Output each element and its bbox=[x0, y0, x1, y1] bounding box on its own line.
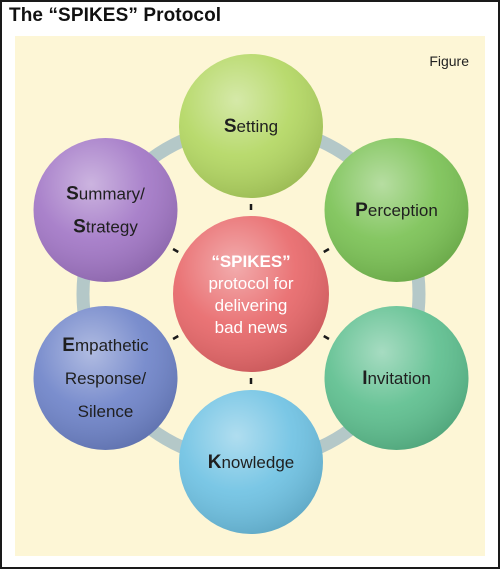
step-node-invitation: Invitation bbox=[324, 306, 469, 450]
spokes-group bbox=[172, 204, 330, 384]
spoke-1 bbox=[323, 247, 330, 254]
step-label-line: Setting bbox=[224, 116, 278, 137]
center-label-line: protocol for bbox=[208, 274, 293, 293]
step-label-rest: nowledge bbox=[221, 453, 294, 472]
step-node-setting: Setting bbox=[179, 54, 323, 198]
step-label-line: Perception bbox=[355, 200, 438, 221]
step-label-rest: ummary/ bbox=[79, 185, 145, 204]
center-label-line: delivering bbox=[215, 296, 288, 315]
step-node-knowledge: Knowledge bbox=[179, 390, 323, 534]
step-circle-sheen bbox=[179, 390, 323, 534]
step-node-summary-strategy: Summary/Strategy bbox=[33, 138, 178, 282]
spoke-5 bbox=[172, 247, 179, 254]
step-label-rest: trategy bbox=[86, 218, 138, 237]
step-circle-sheen bbox=[33, 138, 178, 282]
step-label-rest: etting bbox=[237, 117, 279, 136]
step-initial: K bbox=[208, 452, 222, 473]
step-initial: S bbox=[224, 116, 237, 137]
figure-label: Figure bbox=[429, 53, 469, 69]
step-initial: E bbox=[62, 335, 75, 356]
step-initial: S bbox=[73, 217, 86, 238]
figure-title: The “SPIKES” Protocol bbox=[9, 5, 222, 26]
step-label-line: Response/ bbox=[65, 369, 147, 388]
step-circle-sheen bbox=[324, 138, 469, 282]
center-circle-sheen bbox=[173, 216, 329, 372]
step-initial: S bbox=[66, 184, 79, 205]
spoke-2 bbox=[323, 334, 330, 341]
step-label-line: Silence bbox=[78, 402, 134, 421]
step-label-rest: erception bbox=[368, 201, 438, 220]
center-label-line: “SPIKES” bbox=[211, 252, 290, 271]
step-label-line: Invitation bbox=[362, 368, 431, 389]
step-label-line: Strategy bbox=[73, 217, 138, 238]
step-label-line: Summary/ bbox=[66, 184, 145, 205]
step-circle-sheen bbox=[33, 306, 178, 450]
step-initial: P bbox=[355, 200, 368, 221]
step-circle-sheen bbox=[324, 306, 469, 450]
center-node: “SPIKES” protocol for delivering bad news bbox=[173, 216, 329, 372]
step-label-line: Empathetic bbox=[62, 335, 149, 356]
step-label-rest: mpathetic bbox=[75, 336, 149, 355]
step-node-perception: Perception bbox=[324, 138, 469, 282]
step-circle-sheen bbox=[179, 54, 323, 198]
step-initial: I bbox=[362, 368, 367, 389]
center-label-line: bad news bbox=[215, 318, 288, 337]
step-label-rest: nvitation bbox=[367, 369, 430, 388]
spoke-4 bbox=[172, 334, 179, 341]
step-label-line: Knowledge bbox=[208, 452, 295, 473]
